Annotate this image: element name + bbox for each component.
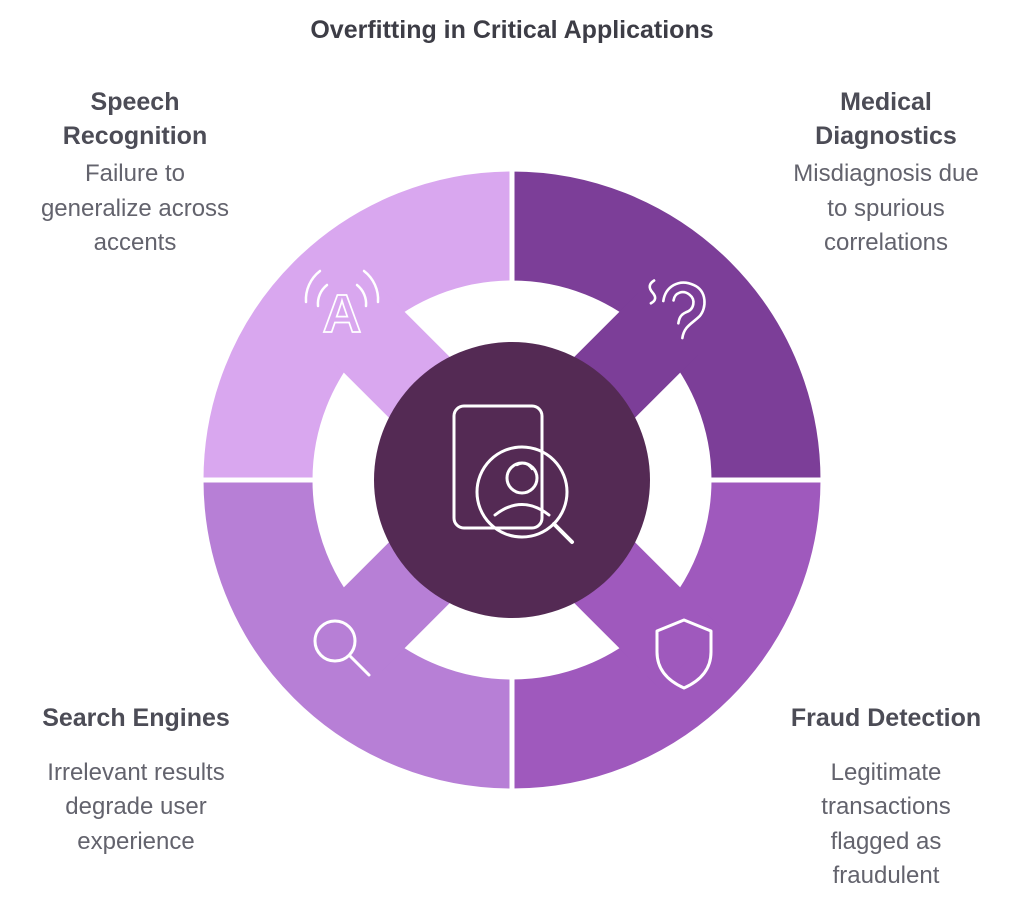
search-engines-description: Irrelevant results degrade user experien…: [47, 758, 225, 855]
medical-diagnostics-description: Misdiagnosis due to spurious correlation…: [793, 160, 979, 257]
shield-outline: [655, 618, 713, 690]
search-engines-heading: Search Engines: [42, 704, 230, 732]
broadcast-a-icon: A: [304, 269, 380, 345]
page-title: Overfitting in Critical Applications: [310, 16, 714, 44]
broadcast-a-glyph: A: [323, 284, 362, 344]
speech-recognition-heading: Speech Recognition: [62, 88, 208, 150]
search-engines-block: Search Engines Irrelevant results degrad…: [0, 702, 272, 859]
broadcast-wave-right-outer: [362, 269, 380, 304]
speech-recognition-description: Failure to generalize across accents: [40, 160, 230, 257]
broadcast-wave-left-outer: [304, 269, 322, 304]
person-magnifier-handle: [552, 522, 574, 544]
ear-outline: [662, 281, 706, 340]
fraud-detection-description: Legitimate transactions flagged as fraud…: [821, 758, 951, 890]
fraud-detection-heading: Fraud Detection: [790, 704, 982, 732]
profile-document-outline: [452, 404, 544, 530]
person-shoulders: [493, 503, 551, 517]
ear-inner-curve: [672, 290, 695, 325]
broadcast-wave-right-inner: [355, 283, 368, 308]
person-search-icon: [452, 404, 574, 544]
center-circle: [374, 342, 650, 618]
medical-diagnostics-heading: Medical Diagnostics: [815, 88, 957, 150]
broadcast-wave-left-inner: [316, 283, 329, 308]
person-magnifier-lens: [475, 445, 569, 539]
magnifier-lens: [313, 619, 357, 663]
shield-icon: [655, 618, 713, 690]
ear-icon: [648, 279, 706, 340]
magnifier-icon: [313, 619, 371, 677]
medical-diagnostics-block: Medical Diagnostics Misdiagnosis due to …: [750, 86, 1022, 261]
magnifier-handle: [348, 654, 371, 677]
ear-sound-squiggle: [648, 279, 657, 305]
person-head-highlight: [515, 462, 534, 471]
fraud-detection-block: Fraud Detection Legitimate transactions …: [750, 702, 1022, 894]
speech-recognition-block: Speech Recognition Failure to generalize…: [0, 86, 270, 261]
